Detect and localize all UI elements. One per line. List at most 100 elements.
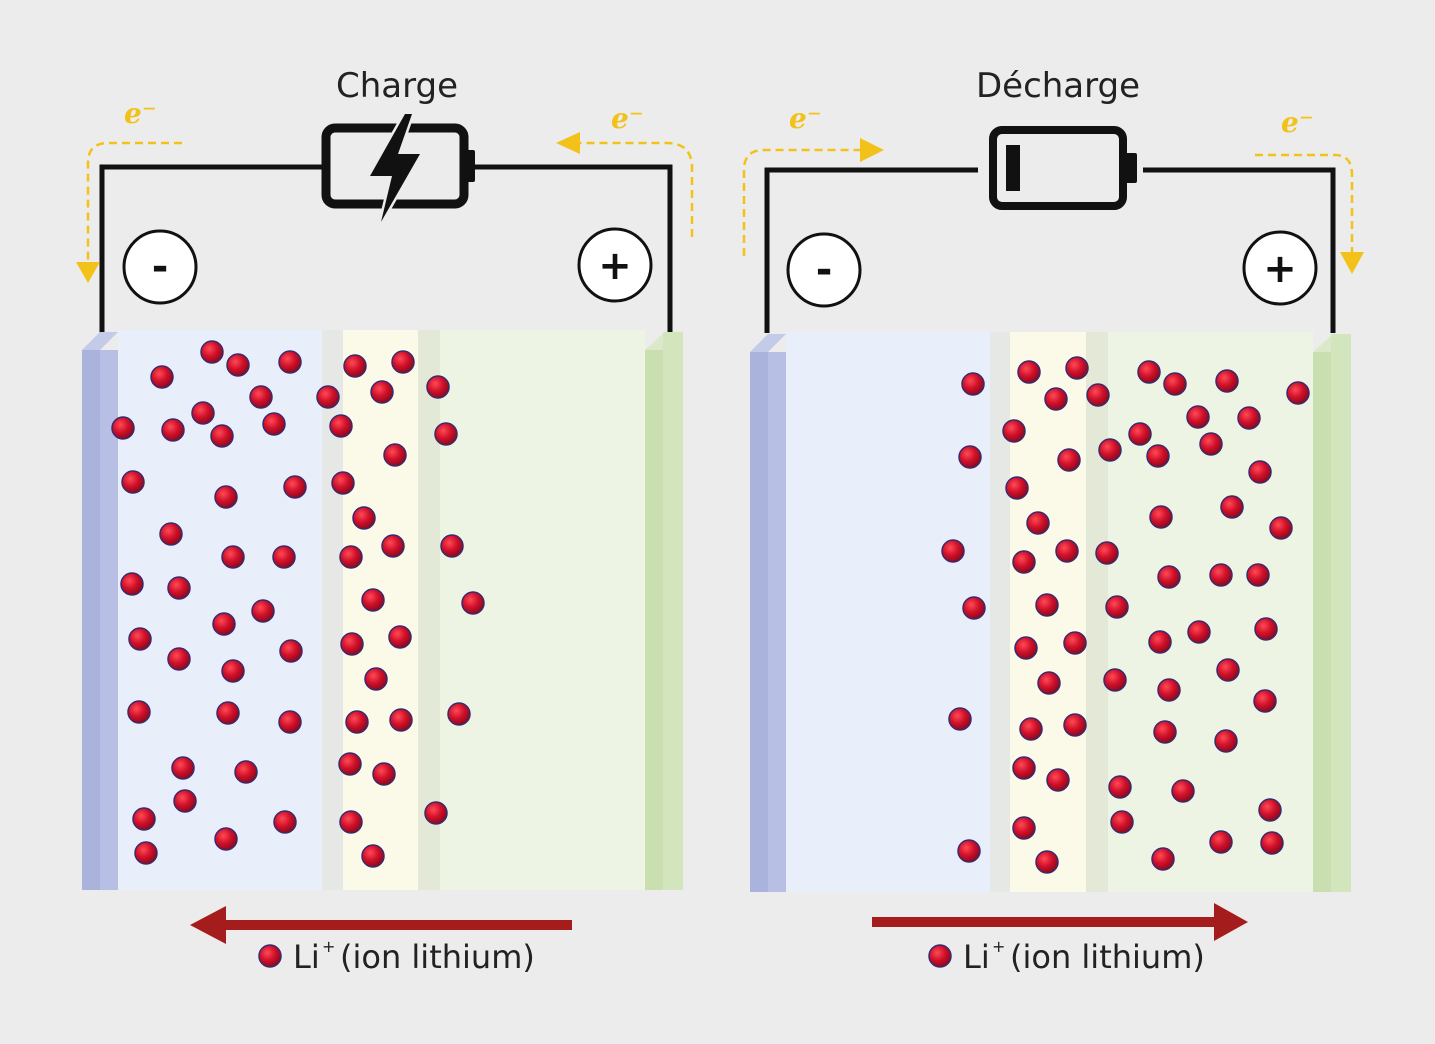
discharge-title: Décharge xyxy=(976,66,1140,106)
charge-title: Charge xyxy=(336,66,458,106)
lithium-ion xyxy=(1012,550,1036,574)
legend-sup: + xyxy=(992,937,1005,956)
lithium-ion xyxy=(447,702,471,726)
lithium-ion xyxy=(278,710,302,734)
lithium-ion xyxy=(273,810,297,834)
lithium-ion xyxy=(1035,850,1059,874)
lithium-ion xyxy=(279,639,303,663)
lithium-ion xyxy=(121,470,145,494)
lithium-ion xyxy=(1215,369,1239,393)
electron-label-left: e⁻ xyxy=(789,102,822,135)
legend-discharge: Li + (ion lithium) xyxy=(928,937,1205,976)
charge-panel: Charge e⁻ e⁻ - + xyxy=(76,66,694,976)
positive-wire xyxy=(1143,167,1336,333)
electron-label-right: e⁻ xyxy=(1281,106,1314,139)
lithium-ion xyxy=(1108,775,1132,799)
lithium-ion xyxy=(1187,620,1211,644)
lithium-ion xyxy=(1012,756,1036,780)
lithium-ion xyxy=(1110,810,1134,834)
lithium-ion xyxy=(962,596,986,620)
lithium-ion xyxy=(1086,383,1110,407)
lithium-ion xyxy=(173,789,197,813)
lithium-ion xyxy=(340,632,364,656)
lithium-ion xyxy=(272,545,296,569)
lithium-ion xyxy=(1209,830,1233,854)
lithium-ion xyxy=(345,710,369,734)
lithium-ion xyxy=(331,471,355,495)
negative-electrode xyxy=(750,352,768,892)
electron-flow-arrows xyxy=(742,138,1364,274)
lithium-ion xyxy=(226,353,250,377)
lithium-ion xyxy=(1149,505,1173,529)
lithium-ion xyxy=(338,752,362,776)
legend-desc: (ion lithium) xyxy=(1010,938,1205,976)
lithium-ion xyxy=(1014,636,1038,660)
lithium-ion xyxy=(249,385,273,409)
lithium-ion xyxy=(1246,563,1270,587)
positive-symbol: + xyxy=(598,243,632,289)
lithium-ion xyxy=(1248,460,1272,484)
lithium-ion xyxy=(212,612,236,636)
lithium-ion xyxy=(343,354,367,378)
electron-flow-arrows xyxy=(76,132,694,283)
positive-electrode xyxy=(645,350,663,890)
negative-symbol: - xyxy=(816,247,833,293)
lithium-ion xyxy=(440,534,464,558)
negative-electrode xyxy=(82,350,100,890)
lithium-ion xyxy=(1157,565,1181,589)
lithium-ion xyxy=(372,762,396,786)
lithium-ion xyxy=(128,627,152,651)
lithium-ion xyxy=(1258,798,1282,822)
ion-legend-swatch xyxy=(258,944,282,968)
lithium-ion xyxy=(1137,360,1161,384)
lithium-ion xyxy=(1063,713,1087,737)
lithium-ion xyxy=(1037,671,1061,695)
lithium-ion xyxy=(167,576,191,600)
lithium-ion xyxy=(961,372,985,396)
lithium-ion xyxy=(214,827,238,851)
lithium-ion xyxy=(200,340,224,364)
lithium-ion xyxy=(1237,406,1261,430)
low-battery-icon xyxy=(989,126,1137,210)
anode-zone xyxy=(118,330,343,890)
lithium-ion xyxy=(1186,405,1210,429)
electron-label-right: e⁻ xyxy=(611,102,644,135)
lithium-ion xyxy=(1103,668,1127,692)
lithium-ion xyxy=(1063,631,1087,655)
lithium-ion xyxy=(958,445,982,469)
lithium-ion xyxy=(1017,360,1041,384)
ion-flow-arrow-right xyxy=(872,903,1248,941)
positive-wire xyxy=(475,164,673,333)
lithium-ion xyxy=(1214,729,1238,753)
lithium-ion xyxy=(1095,541,1119,565)
lithium-ion xyxy=(1286,381,1310,405)
positive-electrode xyxy=(1313,352,1331,892)
lithium-ion xyxy=(1209,563,1233,587)
lithium-ion xyxy=(1148,630,1172,654)
lithium-ion xyxy=(1171,779,1195,803)
lithium-ion xyxy=(426,375,450,399)
lithium-ion xyxy=(424,801,448,825)
lithium-ion xyxy=(132,807,156,831)
lithium-ion xyxy=(111,416,135,440)
lithium-ion xyxy=(339,810,363,834)
lithium-ion xyxy=(364,667,388,691)
lithium-ion xyxy=(1035,593,1059,617)
legend-charge: Li + (ion lithium) xyxy=(258,937,535,976)
lithium-ion xyxy=(383,443,407,467)
lithium-ion xyxy=(1157,678,1181,702)
lithium-ion xyxy=(1098,438,1122,462)
electron-label-left: e⁻ xyxy=(124,97,157,130)
ion-legend-swatch xyxy=(928,944,952,968)
lithium-ion xyxy=(381,534,405,558)
lithium-ion xyxy=(214,485,238,509)
negative-terminal: - xyxy=(786,232,862,308)
lithium-ion xyxy=(948,707,972,731)
positive-terminal: + xyxy=(577,227,653,303)
lithium-ion xyxy=(221,545,245,569)
legend-li: Li xyxy=(963,938,990,976)
lithium-ion xyxy=(1044,387,1068,411)
lithium-ion xyxy=(167,647,191,671)
